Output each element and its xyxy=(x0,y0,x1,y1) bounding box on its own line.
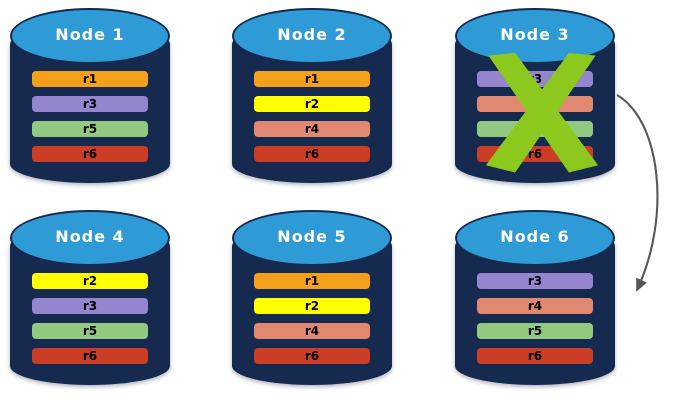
replica-bar[interactable]: r4 xyxy=(254,121,370,137)
replica-bar[interactable]: r4 xyxy=(477,298,593,314)
replica-list: r3 r4 r5 r6 xyxy=(477,71,593,171)
replica-bar[interactable]: r2 xyxy=(254,96,370,112)
replica-list: r2 r3 r5 r6 xyxy=(32,273,148,373)
replica-bar[interactable]: r3 xyxy=(32,298,148,314)
replica-bar[interactable]: r6 xyxy=(32,146,148,162)
cylinder-top-ellipse xyxy=(10,210,170,266)
replica-bar[interactable]: r4 xyxy=(254,323,370,339)
replica-bar[interactable]: r2 xyxy=(254,298,370,314)
replica-bar[interactable]: r3 xyxy=(477,273,593,289)
replica-bar[interactable]: r6 xyxy=(477,348,593,364)
replica-bar[interactable]: r5 xyxy=(32,121,148,137)
replica-bar[interactable]: r5 xyxy=(477,323,593,339)
replica-bar[interactable]: r3 xyxy=(477,71,593,87)
replica-bar[interactable]: r4 xyxy=(477,96,593,112)
replica-list: r1 r2 r4 r6 xyxy=(254,71,370,171)
replica-bar[interactable]: r3 xyxy=(32,96,148,112)
replica-bar[interactable]: r5 xyxy=(32,323,148,339)
replica-bar[interactable]: r1 xyxy=(254,71,370,87)
replica-bar[interactable]: r6 xyxy=(477,146,593,162)
replica-list: r3 r4 r5 r6 xyxy=(477,273,593,373)
replica-bar[interactable]: r5 xyxy=(477,121,593,137)
replica-bar[interactable]: r6 xyxy=(254,348,370,364)
cylinder-top-ellipse xyxy=(10,8,170,64)
replica-bar[interactable]: r1 xyxy=(254,273,370,289)
replica-bar[interactable]: r2 xyxy=(32,273,148,289)
cylinder-top-ellipse xyxy=(232,210,392,266)
cylinder-top-ellipse xyxy=(455,210,615,266)
replica-bar[interactable]: r6 xyxy=(254,146,370,162)
replica-bar[interactable]: r6 xyxy=(32,348,148,364)
replica-list: r1 r3 r5 r6 xyxy=(32,71,148,171)
cylinder-top-ellipse xyxy=(232,8,392,64)
cylinder-top-ellipse xyxy=(455,8,615,64)
replica-list: r1 r2 r4 r6 xyxy=(254,273,370,373)
replica-bar[interactable]: r1 xyxy=(32,71,148,87)
